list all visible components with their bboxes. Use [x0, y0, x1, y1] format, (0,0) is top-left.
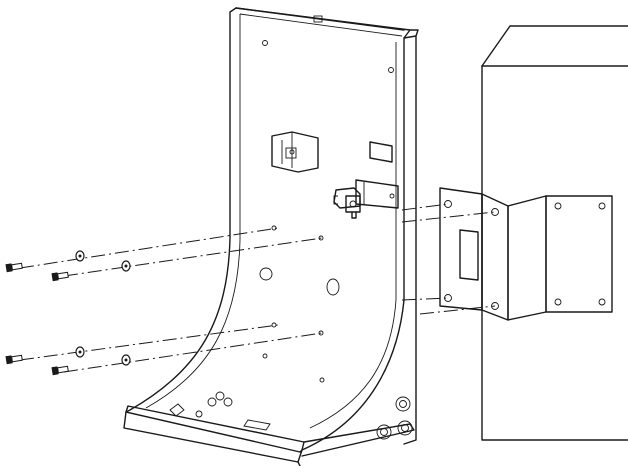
wall-enclosure	[481, 25, 628, 441]
washer	[121, 260, 131, 272]
wall-bracket	[439, 187, 613, 321]
screw	[51, 365, 69, 376]
fasteners	[5, 250, 131, 376]
label-cutout	[369, 141, 393, 163]
panel-hole-right	[326, 278, 340, 296]
washer	[121, 354, 131, 366]
screw	[51, 271, 69, 282]
valve-assembly	[333, 179, 399, 219]
fastener-axis-lines	[19, 203, 496, 373]
washer	[75, 346, 85, 358]
screw	[5, 262, 23, 273]
mounting-panel	[123, 7, 419, 466]
washer	[75, 250, 85, 262]
panel-hole-left	[259, 267, 273, 281]
screw	[5, 354, 23, 365]
junction-box	[271, 131, 319, 173]
